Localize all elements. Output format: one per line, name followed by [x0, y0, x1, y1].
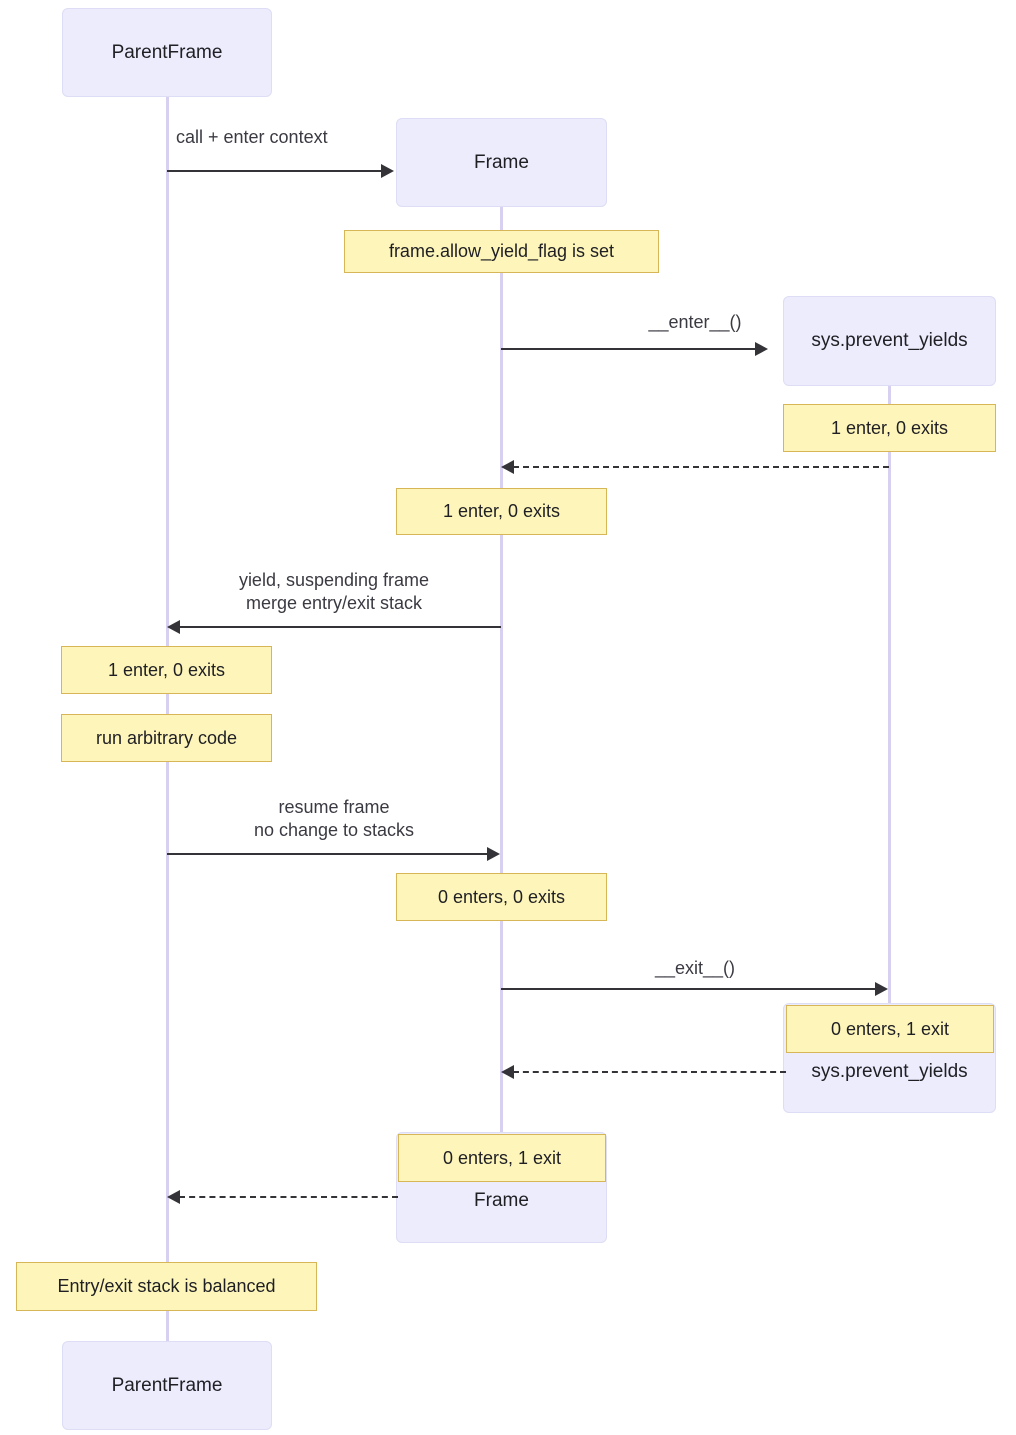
actor-box-sys-prevent-yields-top[interactable]: sys.prevent_yields	[783, 296, 996, 386]
note-text: run arbitrary code	[95, 727, 238, 748]
lifeline-frame	[500, 207, 503, 1132]
note-sys-0-enters-1-exit: 0 enters, 1 exit	[786, 1005, 994, 1053]
note-parent-1-enter-0-exits: 1 enter, 0 exits	[61, 646, 272, 694]
message-arrowhead-return-sys-to-frame	[501, 460, 514, 474]
note-parent-run-arbitrary-code: run arbitrary code	[61, 714, 272, 762]
note-text: frame.allow_yield_flag is set	[388, 241, 615, 261]
message-arrow-resume-frame	[167, 853, 489, 855]
actor-label-parentframe-top: ParentFrame	[111, 41, 223, 63]
message-arrow-call-enter-context	[167, 170, 383, 172]
message-arrow-return-frame-to-parent	[179, 1196, 398, 1198]
message-arrow-exit	[501, 988, 877, 990]
note-text: 0 enters, 0 exits	[437, 886, 566, 907]
actor-label-sys-prevent-yields-bottom: sys.prevent_yields	[811, 1061, 968, 1082]
actor-label-parentframe-bottom: ParentFrame	[111, 1374, 223, 1396]
actor-box-frame-top[interactable]: Frame	[396, 118, 607, 207]
actor-label-frame-bottom: Frame	[474, 1190, 529, 1211]
actor-box-parentframe-top[interactable]: ParentFrame	[62, 8, 272, 97]
note-sys-1-enter-0-exits: 1 enter, 0 exits	[783, 404, 996, 452]
message-arrowhead-return-sys-to-frame-2	[501, 1065, 514, 1079]
note-parent-entry-exit-balanced: Entry/exit stack is balanced	[16, 1262, 317, 1311]
message-arrowhead-resume-frame	[487, 847, 500, 861]
message-arrow-enter	[501, 348, 757, 350]
message-arrow-return-sys-to-frame-2	[513, 1071, 786, 1073]
message-label-call-enter-context: call + enter context	[176, 127, 328, 147]
note-text: 1 enter, 0 exits	[442, 501, 561, 521]
message-label-resume-frame: resume frame no change to stacks	[253, 797, 415, 841]
actor-box-parentframe-bottom[interactable]: ParentFrame	[62, 1341, 272, 1430]
actor-label-sys-prevent-yields-top: sys.prevent_yields	[811, 330, 968, 351]
note-frame-0-enters-1-exit: 0 enters, 1 exit	[398, 1134, 606, 1182]
note-text: 1 enter, 0 exits	[107, 659, 226, 680]
note-text: 0 enters, 1 exit	[442, 1147, 562, 1168]
message-arrowhead-enter	[755, 342, 768, 356]
actor-label-frame-top: Frame	[474, 151, 529, 173]
note-frame-allow-yield-flag: frame.allow_yield_flag is set	[344, 230, 659, 273]
lifeline-sys-prevent-yields	[888, 386, 891, 1003]
note-frame-1-enter-0-exits: 1 enter, 0 exits	[396, 488, 607, 535]
message-label-enter: __enter__()	[648, 312, 742, 332]
message-arrowhead-call-enter-context	[381, 164, 394, 178]
message-label-exit: __exit__()	[654, 958, 736, 978]
message-arrowhead-yield-suspending-frame	[167, 620, 180, 634]
message-arrowhead-return-frame-to-parent	[167, 1190, 180, 1204]
message-arrow-return-sys-to-frame	[513, 466, 889, 468]
note-frame-0-enters-0-exits: 0 enters, 0 exits	[396, 873, 607, 921]
note-text: Entry/exit stack is balanced	[57, 1276, 276, 1296]
note-text: 0 enters, 1 exit	[830, 1018, 950, 1039]
message-label-yield-suspending-frame: yield, suspending frame merge entry/exit…	[238, 570, 430, 614]
message-arrowhead-exit	[875, 982, 888, 996]
note-text: 1 enter, 0 exits	[830, 417, 949, 438]
message-arrow-yield-suspending-frame	[179, 626, 501, 628]
